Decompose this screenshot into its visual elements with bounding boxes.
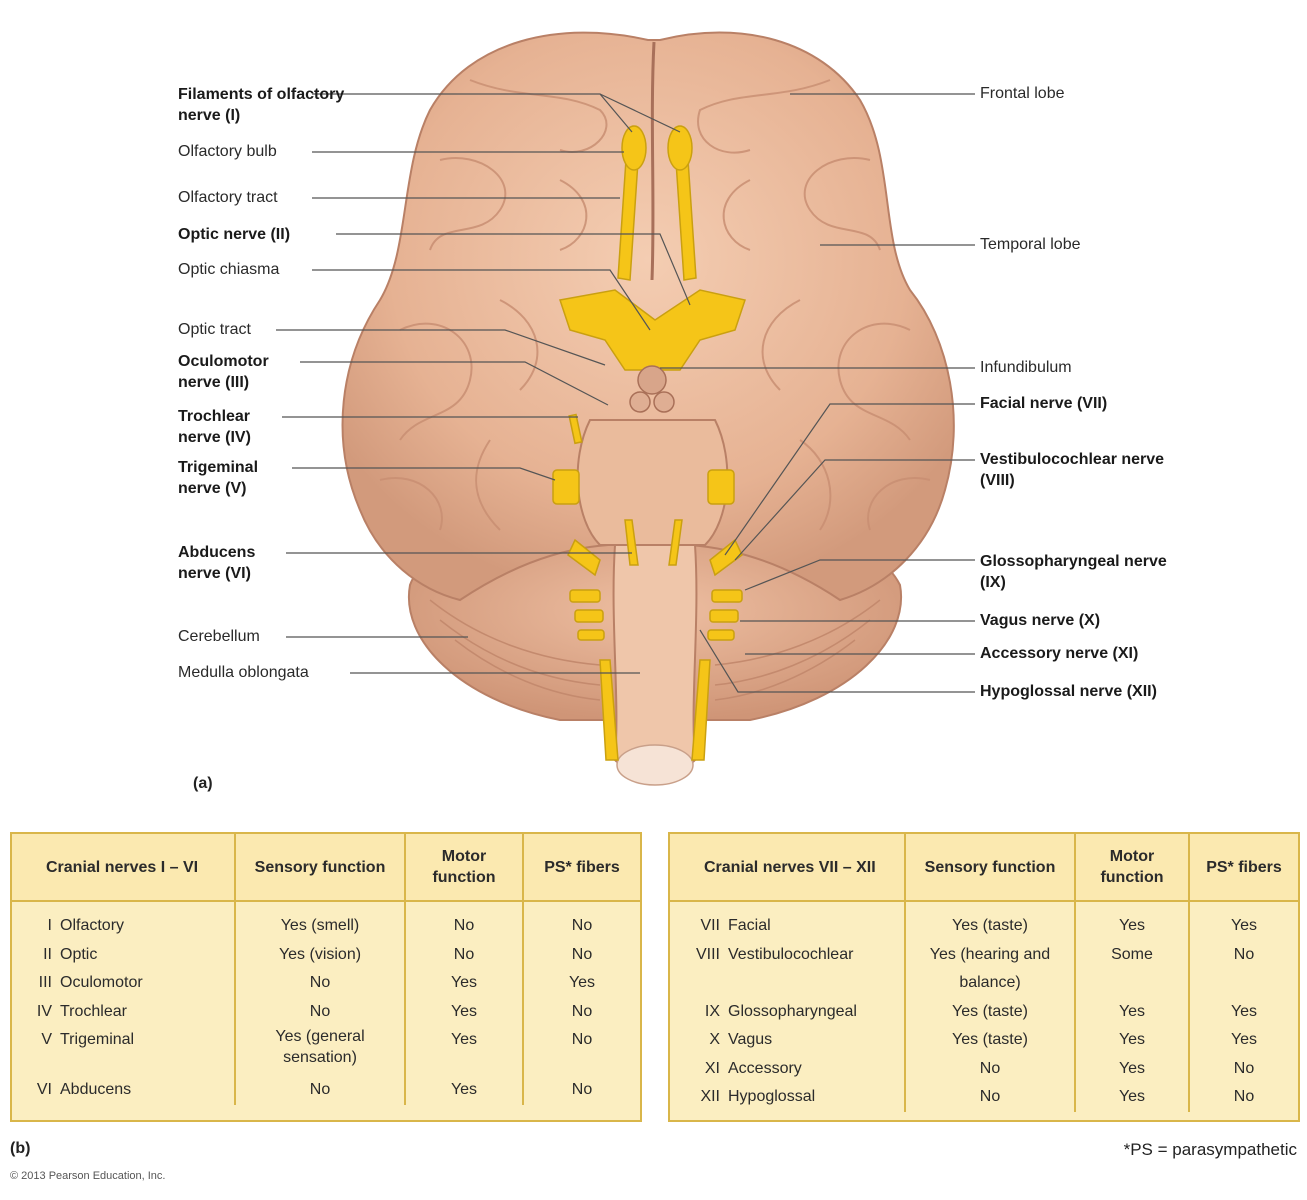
olfactory-bulb-right xyxy=(667,125,693,171)
label-frontal-lobe: Frontal lobe xyxy=(980,85,1065,102)
header-motor: Motor function xyxy=(1075,834,1190,902)
cranial-nerves-table-1-6: Cranial nerves I – VI Sensory function M… xyxy=(10,832,642,1122)
label-oculomotor-nerve: Oculomotor nerve (III) xyxy=(178,353,269,391)
label-optic-chiasma: Optic chiasma xyxy=(178,261,280,278)
header-cranial-nerves: Cranial nerves I – VI xyxy=(12,834,236,902)
footnote-ps: *PS = parasympathetic xyxy=(1123,1140,1297,1159)
header-cranial-nerves: Cranial nerves VII – XII xyxy=(670,834,906,902)
optic-chiasma xyxy=(559,289,746,371)
label-vagus-nerve: Vagus nerve (X) xyxy=(980,612,1101,629)
cranial-nerves-table-7-12: Cranial nerves VII – XII Sensory functio… xyxy=(668,832,1300,1122)
label-vestibulocochlear-nerve: Vestibulocochlear nerve (VIII) xyxy=(980,451,1165,489)
label-infundibulum: Infundibulum xyxy=(980,359,1072,376)
panel-a-letter: (a) xyxy=(193,775,213,792)
label-medulla-oblongata: Medulla oblongata xyxy=(178,664,309,681)
olfactory-bulb-left xyxy=(621,125,647,171)
label-cerebellum: Cerebellum xyxy=(178,628,260,645)
label-olfactory-bulb: Olfactory bulb xyxy=(178,143,277,160)
header-ps-fibers: PS* fibers xyxy=(1189,834,1298,902)
pons-shape xyxy=(576,419,729,546)
label-hypoglossal-nerve: Hypoglossal nerve (XII) xyxy=(980,683,1157,700)
label-optic-nerve: Optic nerve (II) xyxy=(178,226,291,243)
label-trigeminal-nerve: Trigeminal nerve (V) xyxy=(178,459,259,497)
header-sensory: Sensory function xyxy=(235,834,406,902)
medulla-shape xyxy=(612,544,698,776)
label-facial-nerve: Facial nerve (VII) xyxy=(980,395,1108,412)
label-trochlear-nerve: Trochlear nerve (IV) xyxy=(178,408,251,446)
header-motor: Motor function xyxy=(405,834,524,902)
brain-inferior-view-diagram xyxy=(276,31,975,786)
header-sensory: Sensory function xyxy=(905,834,1076,902)
label-olfactory-tract: Olfactory tract xyxy=(178,189,278,206)
label-filaments-olfactory-nerve: Filaments of olfactory nerve (I) xyxy=(178,86,345,124)
label-accessory-nerve: Accessory nerve (XI) xyxy=(980,645,1139,662)
panel-b-letter: (b) xyxy=(10,1140,31,1157)
label-glossopharyngeal-nerve: Glossopharyngeal nerve (IX) xyxy=(980,553,1167,591)
label-abducens-nerve: Abducens nerve (VI) xyxy=(178,544,256,582)
copyright: © 2013 Pearson Education, Inc. xyxy=(10,1170,166,1182)
label-temporal-lobe: Temporal lobe xyxy=(980,236,1081,253)
label-optic-tract: Optic tract xyxy=(178,321,251,338)
header-ps-fibers: PS* fibers xyxy=(523,834,640,902)
